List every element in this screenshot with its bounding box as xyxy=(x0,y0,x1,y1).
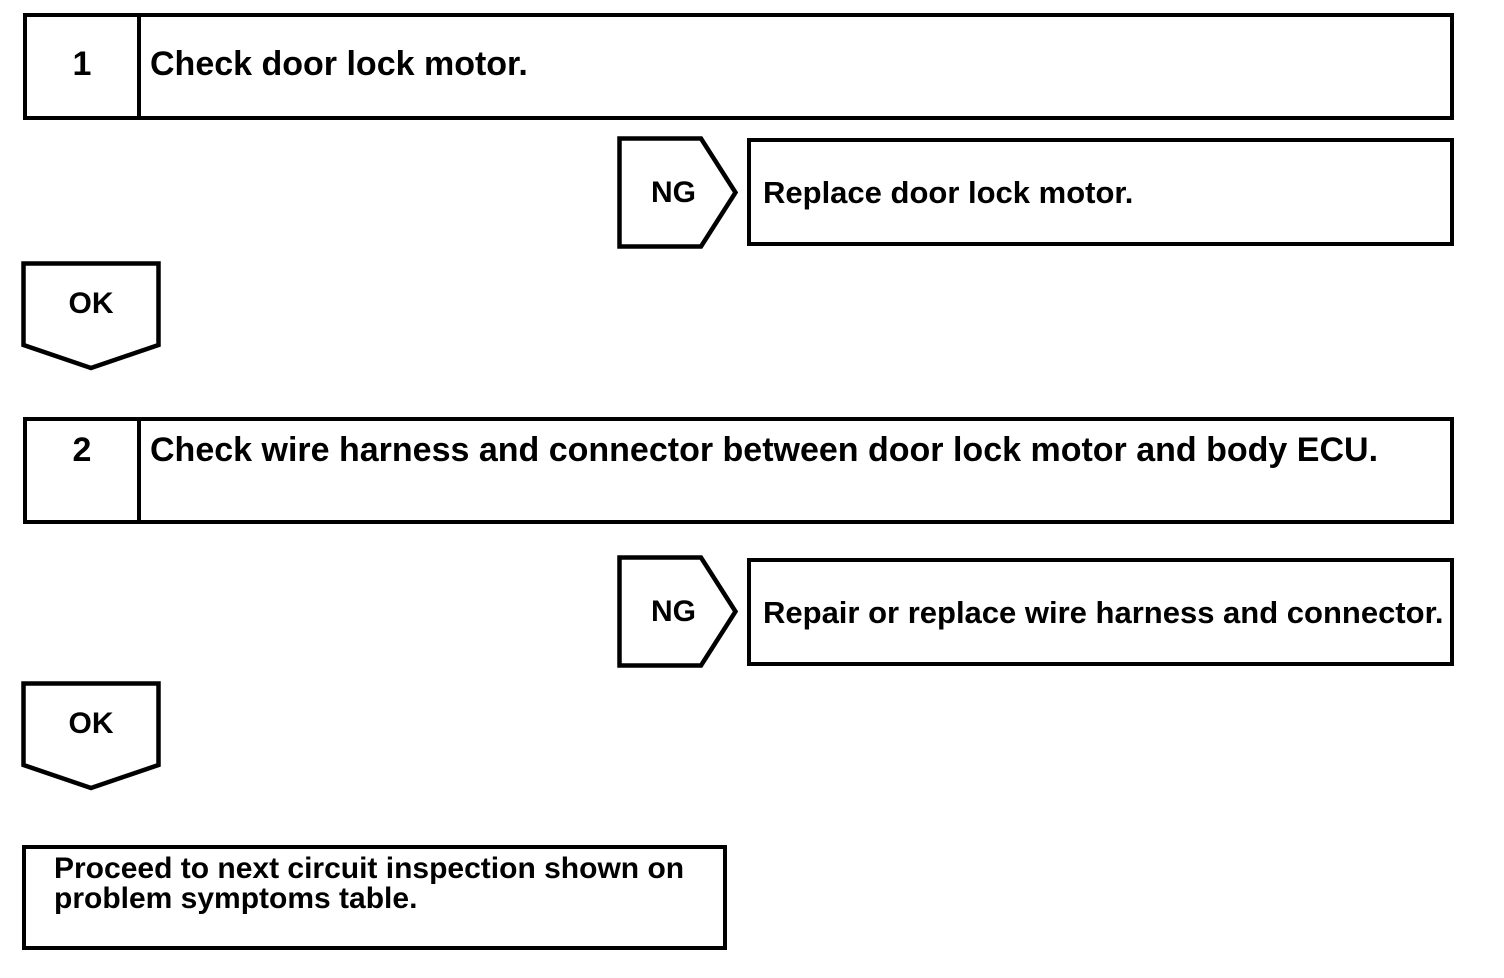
ok-label-1: OK xyxy=(21,261,161,347)
step-1-number-cell: 1 xyxy=(27,17,141,116)
ng-action-box-1: Replace door lock motor. xyxy=(747,138,1454,246)
ng-action-1: Replace door lock motor. xyxy=(763,174,1134,210)
step-1-box: 1 Check door lock motor. xyxy=(23,13,1454,120)
ok-arrow-icon-2 xyxy=(21,681,161,791)
ng-label-2-text: NG xyxy=(651,594,696,628)
step-2-number: 2 xyxy=(72,431,92,469)
step-2-box: 2 Check wire harness and connector betwe… xyxy=(23,417,1454,524)
ok-label-2: OK xyxy=(21,681,161,767)
ng-label-1: NG xyxy=(617,136,730,249)
ng-arrow-icon-2 xyxy=(617,555,738,668)
step-2-number-cell: 2 xyxy=(27,421,141,520)
final-action-text: Proceed to next circuit inspection shown… xyxy=(54,852,685,915)
ok-label-1-text: OK xyxy=(68,287,114,320)
ng-action-box-2: Repair or replace wire harness and conne… xyxy=(747,558,1454,666)
ok-arrow-icon-1 xyxy=(21,261,161,371)
ok-label-2-text: OK xyxy=(68,707,114,740)
ng-arrow-icon-1 xyxy=(617,136,738,249)
final-action-box: Proceed to next circuit inspection shown… xyxy=(22,845,727,950)
step-1-number: 1 xyxy=(72,45,92,83)
step-1-instruction: Check door lock motor. xyxy=(150,45,528,83)
ng-label-2: NG xyxy=(617,555,730,668)
step-2-instruction: Check wire harness and connector between… xyxy=(150,431,1379,469)
ng-label-1-text: NG xyxy=(651,175,696,209)
ng-action-2: Repair or replace wire harness and conne… xyxy=(763,594,1444,630)
